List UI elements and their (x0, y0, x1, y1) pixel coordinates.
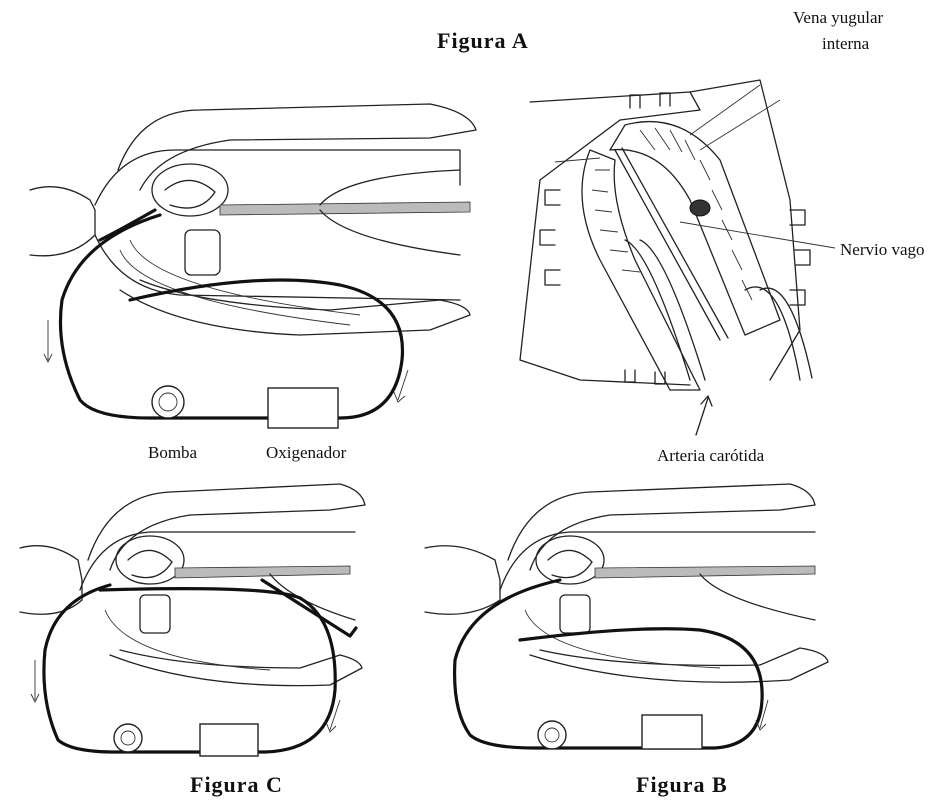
oxygenator-box-b (642, 715, 702, 749)
pump-icon (152, 386, 184, 418)
vena-pointer-line (690, 85, 780, 150)
jugular-vein-shape (610, 122, 780, 335)
figure-b-patient-diagram (425, 484, 828, 749)
figure-c-patient-diagram (20, 484, 365, 756)
oxygenator-box-c (200, 724, 258, 756)
pump-icon-b (538, 721, 566, 749)
lung-shape (185, 230, 220, 275)
aorta-vessel (220, 202, 470, 215)
pump-icon-c (114, 724, 142, 752)
artery-pointer-line (555, 158, 600, 162)
flow-arrow (44, 320, 52, 362)
figure-a-patient-diagram (30, 104, 476, 428)
carotida-arrow (696, 396, 712, 435)
neck-surgical-view (520, 80, 835, 435)
nervio-pointer-line (680, 222, 835, 248)
vein-lumen (690, 200, 710, 216)
oxygenator-box (268, 388, 338, 428)
